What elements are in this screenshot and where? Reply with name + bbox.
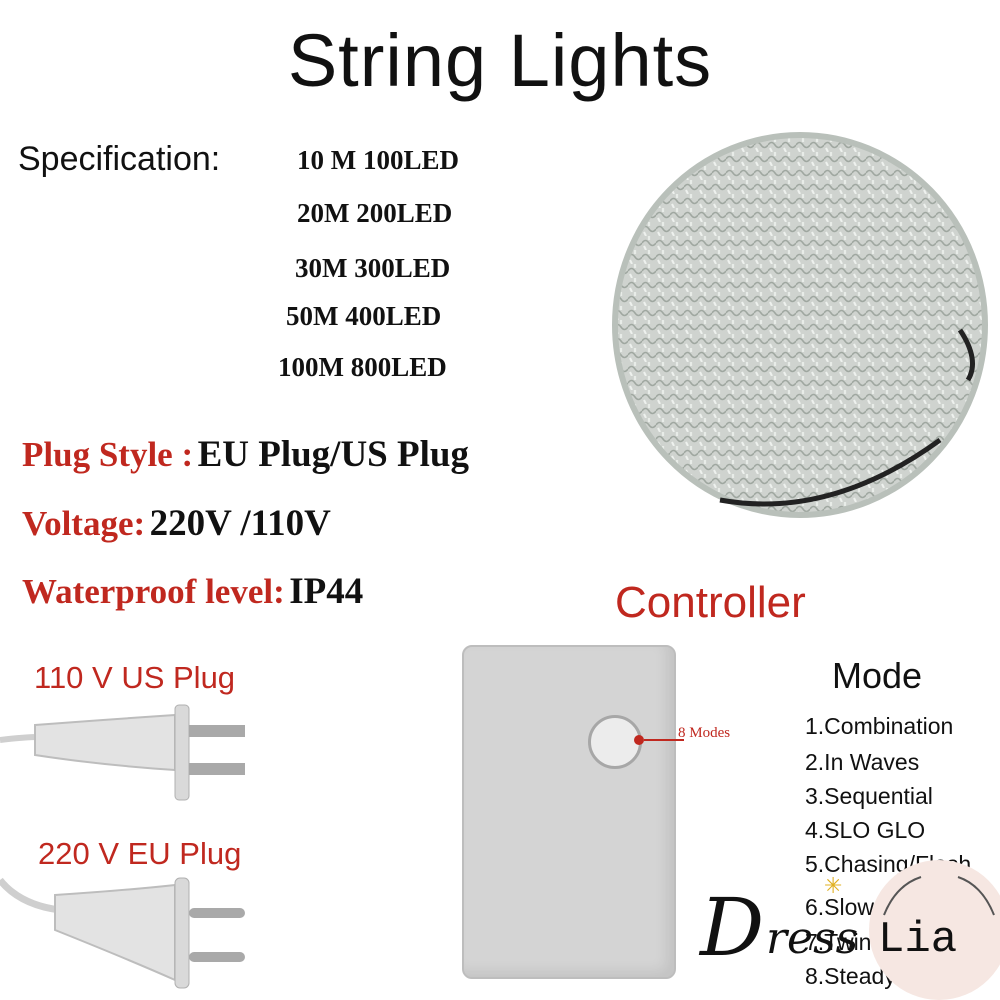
specification-label: Specification: <box>18 140 221 178</box>
page-title: String Lights <box>287 19 713 102</box>
us-plug-image <box>0 704 245 801</box>
dresslia-logo: D ress Lia ✳ <box>698 860 1000 1000</box>
plug-style-label: Plug Style : <box>22 435 194 474</box>
mode-item: 2.In Waves <box>805 749 920 775</box>
pointer-line <box>644 739 684 741</box>
pointer-dot <box>634 735 644 745</box>
spec-item: 100M 800LED <box>278 352 447 382</box>
voltage-label: Voltage: <box>22 504 146 543</box>
string-lights-image <box>612 132 988 518</box>
mode-item: 3.Sequential <box>805 783 933 809</box>
mode-item: 6.Slow <box>805 894 875 920</box>
spec-item: 50M 400LED <box>286 301 442 331</box>
eight-modes-label: 8 Modes <box>678 725 731 741</box>
us-plug-label: 110 V US Plug <box>34 660 236 695</box>
svg-text:Lia: Lia <box>878 915 957 965</box>
eu-plug-label: 220 V EU Plug <box>38 836 242 871</box>
plug-style-value: EU Plug/US Plug <box>197 434 469 475</box>
mode-title: Mode <box>832 655 923 696</box>
voltage-value: 220V /110V <box>149 503 331 544</box>
svg-text:D: D <box>698 881 764 974</box>
plug-style-row: Plug Style : EU Plug/US Plug <box>22 433 469 476</box>
eu-plug-image <box>0 877 245 989</box>
mode-item: 7.Twin <box>805 929 872 955</box>
spec-item: 10 M 100LED <box>297 145 459 175</box>
spec-item: 20M 200LED <box>297 198 453 228</box>
svg-text:✳: ✳ <box>824 874 842 899</box>
waterproof-value: IP44 <box>289 571 364 612</box>
waterproof-label: Waterproof level: <box>22 572 285 611</box>
waterproof-row: Waterproof level: IP44 <box>22 570 363 613</box>
spec-item: 30M 300LED <box>295 253 451 283</box>
controller-title: Controller <box>615 578 806 627</box>
mode-item: 4.SLO GLO <box>805 817 926 843</box>
voltage-row: Voltage: 220V /110V <box>22 502 331 545</box>
svg-text:ress: ress <box>766 913 858 964</box>
controller-box <box>462 645 676 979</box>
mode-item: 1.Combination <box>805 713 954 739</box>
